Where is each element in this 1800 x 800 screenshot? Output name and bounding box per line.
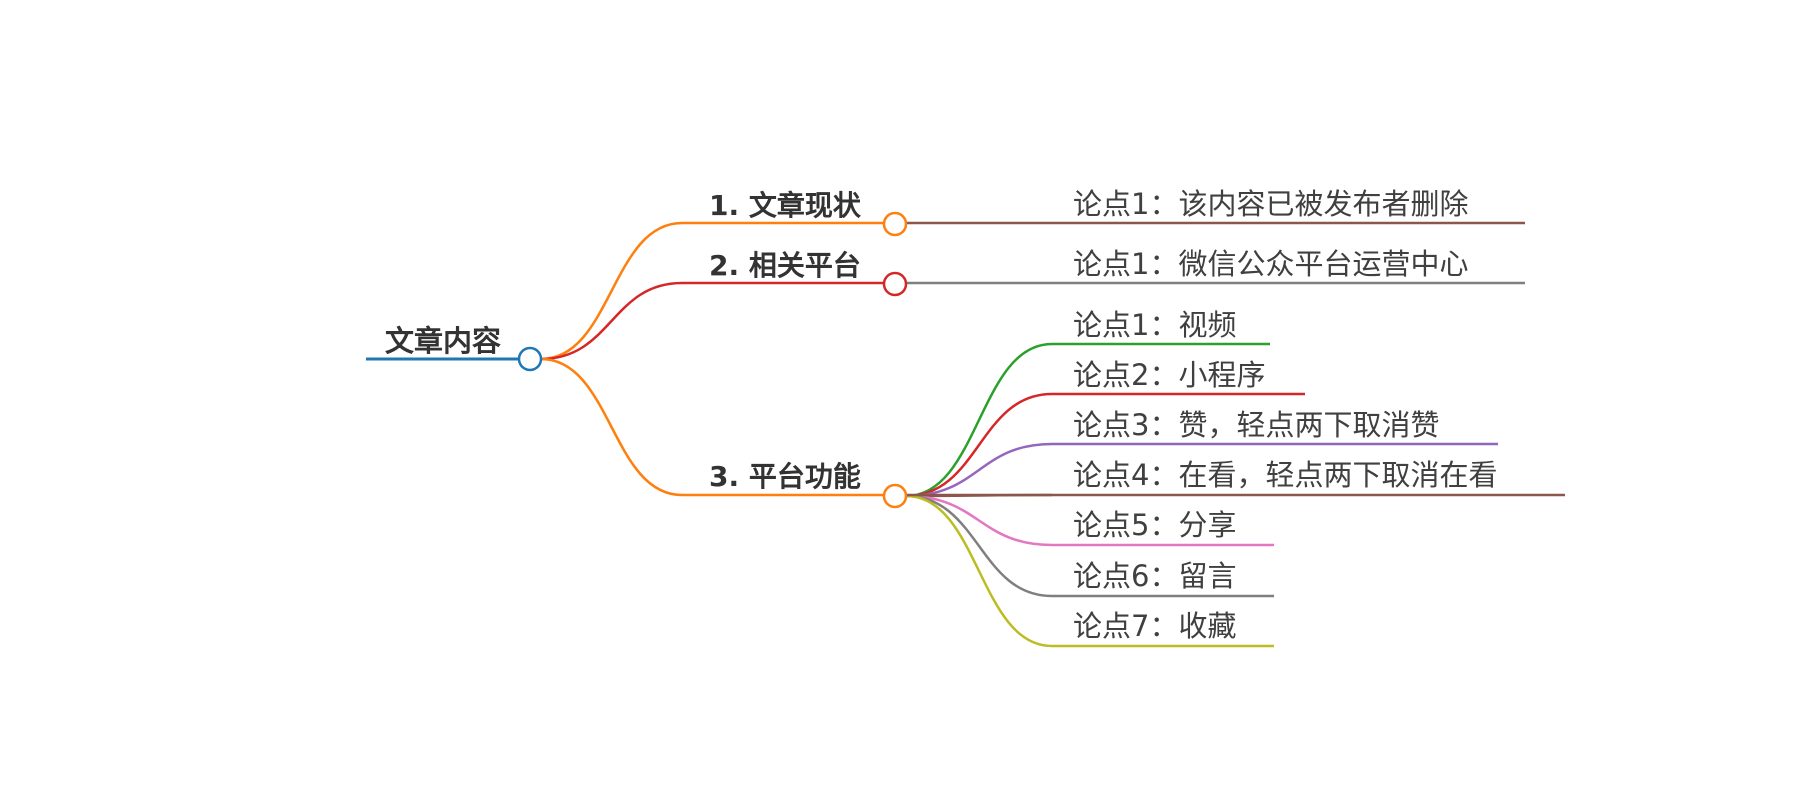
leaf-label: 论点3：赞，轻点两下取消赞 <box>1073 408 1439 442</box>
branch-3-to-leaf-1-connector <box>905 342 1053 498</box>
leaf-node[interactable]: 论点5：分享 <box>1052 508 1274 547</box>
leaf-node[interactable]: 论点3：赞，轻点两下取消赞 <box>1052 408 1498 446</box>
branch-2-label: 2. 相关平台 <box>709 249 861 282</box>
branch-3-to-leaf-6-connector <box>905 494 1053 598</box>
leaf-label: 论点1：微信公众平台运营中心 <box>1073 247 1468 281</box>
branch-3-to-leaf-5-connector <box>905 494 1053 547</box>
leaf-node[interactable]: 论点4：在看，轻点两下取消在看 <box>905 458 1565 497</box>
root-to-branch-2-connector <box>540 281 683 361</box>
branch-3-collapse-toggle[interactable] <box>882 483 908 509</box>
leaf-label: 论点1：该内容已被发布者删除 <box>1073 187 1468 221</box>
leaf-label: 论点6：留言 <box>1073 559 1236 593</box>
leaf-label: 论点5：分享 <box>1073 508 1236 542</box>
branch-3-to-leaf-3-connector <box>905 442 1053 498</box>
root-to-branch-1-connector <box>540 221 683 361</box>
branch-1-collapse-toggle[interactable] <box>882 211 908 237</box>
leaf-node[interactable]: 论点2：小程序 <box>1052 358 1305 396</box>
leaf-node[interactable]: 论点1：该内容已被发布者删除 <box>905 187 1525 225</box>
root-label: 文章内容 <box>385 324 501 358</box>
leaf-label: 论点2：小程序 <box>1073 358 1265 392</box>
mind-map-edges <box>540 221 1053 648</box>
branch-2-collapse-toggle[interactable] <box>882 271 908 297</box>
branch-3-to-leaf-2-connector <box>905 392 1053 498</box>
root-node[interactable]: 文章内容 <box>366 324 543 372</box>
branch-3-label: 3. 平台功能 <box>709 460 861 493</box>
leaf-node[interactable]: 论点6：留言 <box>1052 559 1274 598</box>
leaf-label: 论点1：视频 <box>1073 308 1236 342</box>
leaf-label: 论点7：收藏 <box>1073 609 1236 643</box>
branch-node-3[interactable]: 3. 平台功能 <box>682 460 893 497</box>
branch-3-to-leaf-7-connector <box>905 494 1053 648</box>
root-to-branch-3-connector <box>540 357 683 497</box>
leaf-node[interactable]: 论点1：视频 <box>1052 308 1270 346</box>
branch-1-label: 1. 文章现状 <box>709 189 862 222</box>
branch-node-1[interactable]: 1. 文章现状 <box>682 189 893 225</box>
leaf-label: 论点4：在看，轻点两下取消在看 <box>1073 458 1497 492</box>
branch-node-2[interactable]: 2. 相关平台 <box>682 249 893 285</box>
root-collapse-toggle[interactable] <box>517 346 543 372</box>
leaf-node[interactable]: 论点7：收藏 <box>1052 609 1274 648</box>
leaf-node[interactable]: 论点1：微信公众平台运营中心 <box>905 247 1525 285</box>
